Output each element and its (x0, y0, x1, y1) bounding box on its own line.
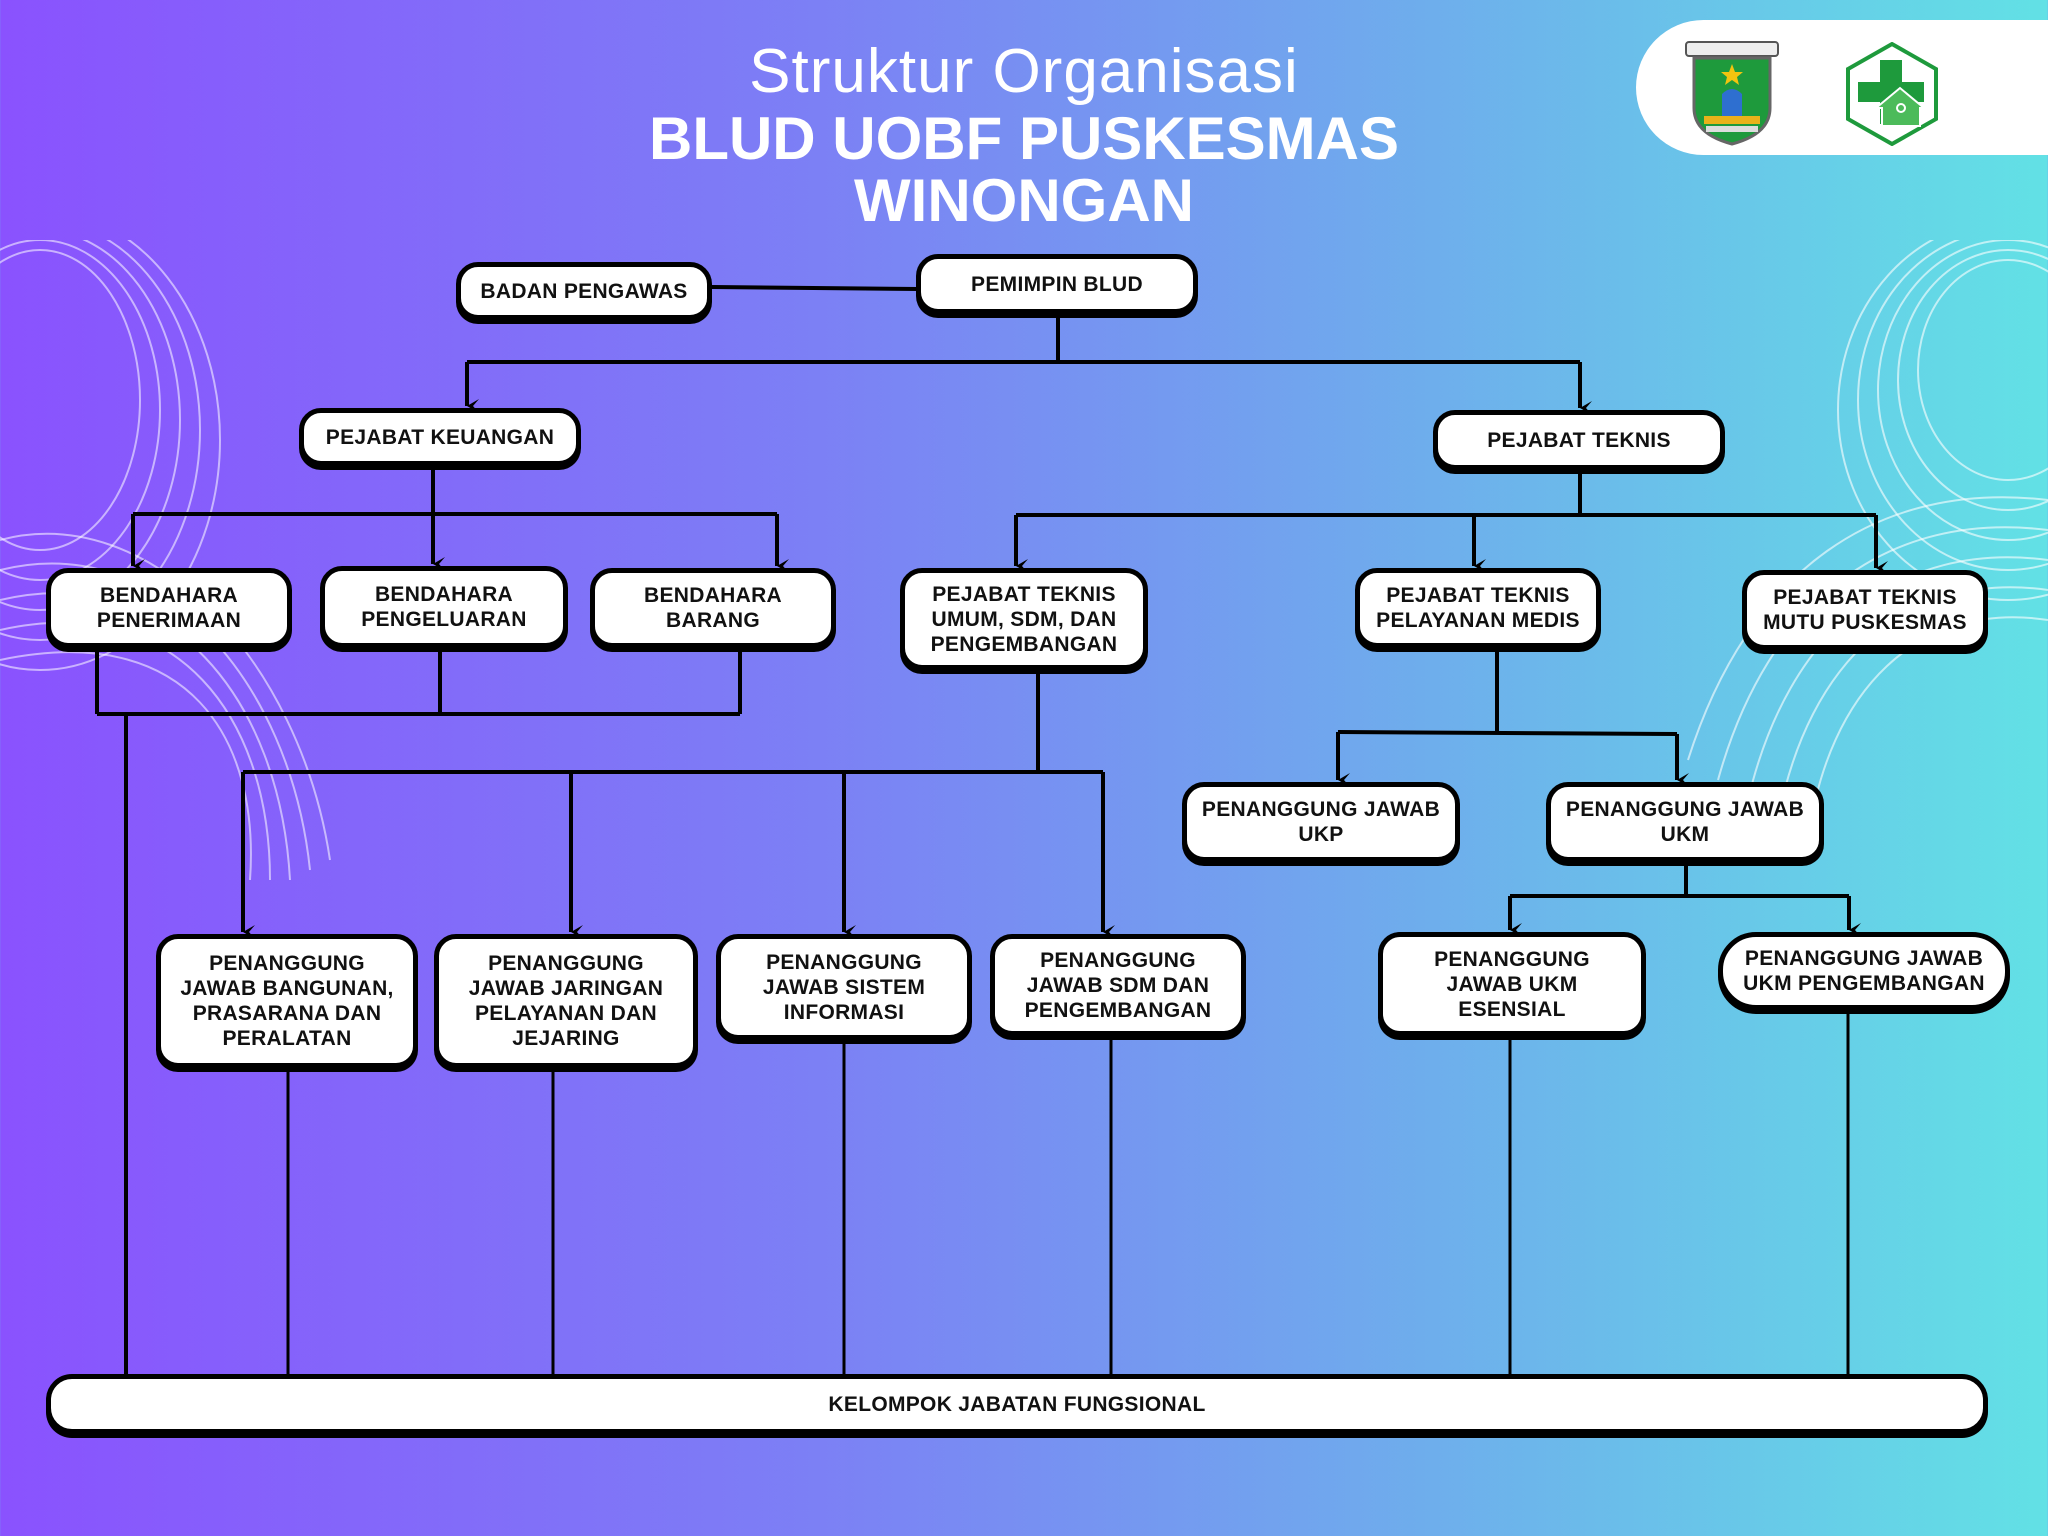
node-pejabat-keuangan: PEJABAT KEUANGAN (299, 408, 581, 466)
node-label: PEJABAT KEUANGAN (325, 425, 555, 449)
node-label: PENANGGUNG JAWAB SDM DAN PENGEMBANGAN (1024, 948, 1212, 1022)
node-pejabat-teknis-pelayanan-medis: PEJABAT TEKNIS PELAYANAN MEDIS (1355, 568, 1601, 648)
node-pj-jaringan: PENANGGUNG JAWAB JARINGAN PELAYANAN DAN … (434, 934, 698, 1068)
node-label: PEJABAT TEKNIS (1487, 428, 1671, 452)
node-pj-ukm: PENANGGUNG JAWAB UKM (1546, 782, 1824, 862)
title-line-3: WINONGAN (854, 167, 1194, 234)
node-kelompok-jabatan-fungsional: KELOMPOK JABATAN FUNGSIONAL (46, 1374, 1988, 1434)
node-pj-ukm-esensial: PENANGGUNG JAWAB UKM ESENSIAL (1378, 932, 1646, 1036)
node-pj-ukm-pengembangan: PENANGGUNG JAWAB UKM PENGEMBANGAN (1718, 932, 2010, 1010)
node-label: PENANGGUNG JAWAB BANGUNAN, PRASARANA DAN… (180, 952, 394, 1050)
node-pejabat-teknis: PEJABAT TEKNIS (1433, 410, 1725, 470)
node-pemimpin-blud: PEMIMPIN BLUD (916, 254, 1198, 314)
node-pj-sdm: PENANGGUNG JAWAB SDM DAN PENGEMBANGAN (990, 934, 1246, 1036)
kabupaten-emblem-icon (1685, 41, 1779, 146)
node-label: KELOMPOK JABATAN FUNGSIONAL (828, 1392, 1206, 1416)
node-label: PEJABAT TEKNIS MUTU PUSKESMAS (1763, 586, 1967, 634)
node-bendahara-pengeluaran: BENDAHARA PENGELUARAN (320, 566, 568, 648)
node-label: BENDAHARA PENERIMAAN (96, 584, 242, 632)
node-badan-pengawas: BADAN PENGAWAS (456, 262, 712, 320)
puskesmas-logo-icon (1846, 42, 1938, 146)
node-pj-bangunan: PENANGGUNG JAWAB BANGUNAN, PRASARANA DAN… (156, 934, 418, 1068)
node-label: PENANGGUNG JAWAB UKP (1201, 798, 1441, 846)
node-label: BADAN PENGAWAS (480, 279, 688, 303)
node-pj-ukp: PENANGGUNG JAWAB UKP (1182, 782, 1460, 862)
node-label: BENDAHARA BARANG (643, 584, 783, 632)
node-label: PENANGGUNG JAWAB UKM ESENSIAL (1434, 947, 1590, 1021)
node-bendahara-barang: BENDAHARA BARANG (590, 568, 836, 648)
node-label: PEJABAT TEKNIS UMUM, SDM, DAN PENGEMBANG… (930, 582, 1118, 656)
node-label: PENANGGUNG JAWAB SISTEM INFORMASI (762, 950, 926, 1024)
node-label: BENDAHARA PENGELUARAN (361, 583, 527, 631)
node-label: PEJABAT TEKNIS PELAYANAN MEDIS (1376, 584, 1580, 632)
node-label: PENANGGUNG JAWAB UKM PENGEMBANGAN (1743, 947, 1985, 995)
page-title: Struktur Organisasi BLUD UOBF PUSKESMAS … (0, 36, 2048, 232)
node-bendahara-penerimaan: BENDAHARA PENERIMAAN (46, 568, 292, 648)
node-label: PEMIMPIN BLUD (971, 272, 1143, 296)
node-pejabat-teknis-umum: PEJABAT TEKNIS UMUM, SDM, DAN PENGEMBANG… (900, 568, 1148, 670)
title-line-2: BLUD UOBF PUSKESMAS (648, 105, 1400, 172)
node-pejabat-teknis-mutu: PEJABAT TEKNIS MUTU PUSKESMAS (1742, 570, 1988, 650)
node-label: PENANGGUNG JAWAB JARINGAN PELAYANAN DAN … (468, 952, 664, 1050)
title-line-1: Struktur Organisasi (749, 37, 1299, 106)
node-label: PENANGGUNG JAWAB UKM (1565, 798, 1805, 846)
node-pj-sistem-informasi: PENANGGUNG JAWAB SISTEM INFORMASI (716, 934, 972, 1040)
